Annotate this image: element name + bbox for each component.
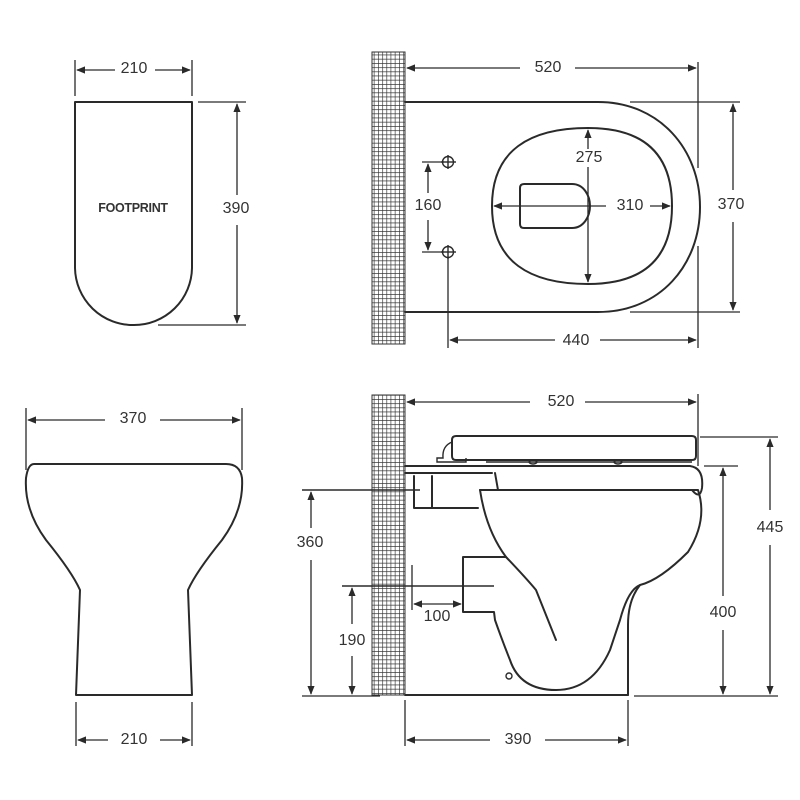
fixing-to-front-label: 440 [559, 332, 593, 350]
footprint-depth-label: 390 [219, 200, 253, 218]
inlet-connector [413, 475, 479, 509]
pan-outline-plan [404, 101, 701, 313]
outlet-height-label: 190 [335, 632, 369, 650]
footprint-outline [74, 101, 193, 327]
footprint-view [74, 60, 246, 327]
plan-overall-depth-label: 520 [531, 59, 565, 77]
hinge [436, 441, 467, 463]
bowl-opening-length-label: 275 [572, 149, 606, 167]
plan-width-label: 370 [714, 196, 748, 214]
plan-view [371, 51, 740, 348]
side-view [302, 394, 778, 746]
wall-section [371, 51, 406, 345]
outlet-projection-label: 100 [423, 608, 451, 625]
rim-height-label: 400 [706, 604, 740, 622]
wall-section-side [371, 394, 406, 696]
base-depth-label: 390 [501, 731, 535, 749]
front-base-width-label: 210 [117, 731, 151, 749]
pan-rim [404, 465, 704, 496]
overall-height-label: 445 [753, 519, 787, 537]
bowl-center-to-front-label: 310 [613, 197, 647, 215]
fixing-spacing-label: 160 [411, 197, 445, 215]
side-overall-depth-label: 520 [544, 393, 578, 411]
inlet-height-label: 360 [293, 534, 327, 552]
front-top-width-label: 370 [116, 410, 150, 428]
pan-body-side [462, 489, 703, 691]
front-view [24, 408, 244, 746]
footprint-width-label: 210 [117, 60, 151, 78]
pan-outline-front [24, 463, 244, 696]
seat-lid [451, 435, 697, 461]
footprint-label: FOOTPRINT [98, 201, 168, 215]
bowl-opening [491, 127, 673, 285]
